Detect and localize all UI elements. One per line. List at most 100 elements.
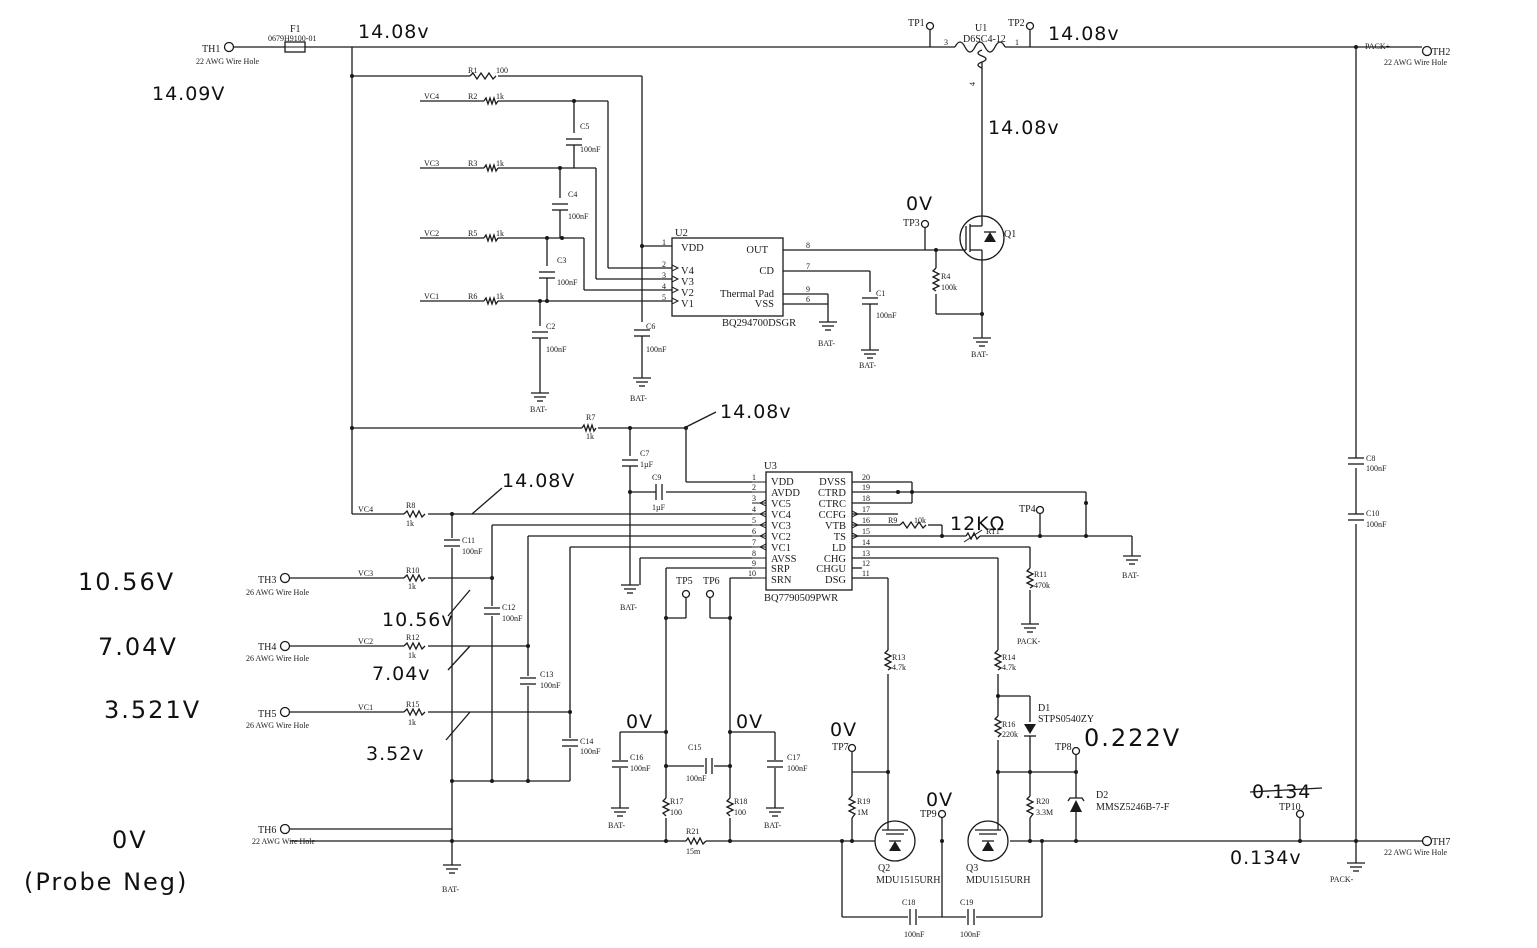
svg-text:100nF: 100nF xyxy=(876,311,897,320)
svg-text:BQ7790509PWR: BQ7790509PWR xyxy=(764,593,838,604)
ground-bat-tp4: BAT- xyxy=(1122,555,1141,580)
svg-text:5: 5 xyxy=(662,293,666,302)
svg-text:1µF: 1µF xyxy=(652,503,666,512)
mosfet-q3: Q3 MDU1515URH xyxy=(966,820,1030,886)
ground-bat-q1: BAT- xyxy=(971,337,991,359)
svg-text:PACK+: PACK+ xyxy=(1365,42,1391,51)
svg-text:MDU1515URH: MDU1515URH xyxy=(876,875,940,886)
svg-text:CTRC: CTRC xyxy=(819,499,846,510)
note-tp7: 0V xyxy=(830,719,857,741)
svg-text:R17: R17 xyxy=(670,797,683,806)
note-tp9: 0V xyxy=(926,789,953,811)
note-th4-pointer xyxy=(447,645,471,671)
note-th6-a: 0V xyxy=(112,826,148,854)
svg-text:BAT-: BAT- xyxy=(859,361,876,370)
thermistor-rt1: RT1 xyxy=(963,527,1000,543)
svg-text:100nF: 100nF xyxy=(546,345,567,354)
svg-text:0679H9100-01: 0679H9100-01 xyxy=(268,34,316,43)
svg-text:VC1: VC1 xyxy=(358,703,373,712)
svg-text:C16: C16 xyxy=(630,753,643,762)
svg-text:6: 6 xyxy=(752,527,756,536)
svg-text:TP2: TP2 xyxy=(1008,18,1025,29)
svg-text:1k: 1k xyxy=(408,651,416,660)
svg-text:2: 2 xyxy=(662,260,666,269)
svg-text:DVSS: DVSS xyxy=(819,477,846,488)
ground-bat-u2: BAT- xyxy=(818,321,837,348)
svg-text:220k: 220k xyxy=(1002,730,1018,739)
svg-text:U2: U2 xyxy=(675,228,688,239)
junctions xyxy=(350,45,1358,843)
svg-text:CTRD: CTRD xyxy=(818,488,846,499)
svg-text:C2: C2 xyxy=(546,322,555,331)
svg-text:100k: 100k xyxy=(941,283,957,292)
note-th5-left: 3.521V xyxy=(104,696,201,724)
note-th4-node: 7.04v xyxy=(372,663,431,685)
svg-text:C12: C12 xyxy=(502,603,515,612)
svg-text:VC4: VC4 xyxy=(771,510,792,521)
svg-text:R21: R21 xyxy=(686,827,699,836)
svg-text:C19: C19 xyxy=(960,898,973,907)
svg-text:V2: V2 xyxy=(681,288,694,299)
svg-text:R20: R20 xyxy=(1036,797,1049,806)
svg-text:100nF: 100nF xyxy=(904,930,925,939)
svg-text:15: 15 xyxy=(862,527,870,536)
svg-text:BAT-: BAT- xyxy=(620,603,637,612)
svg-text:R6: R6 xyxy=(468,292,477,301)
svg-text:26 AWG Wire Hole: 26 AWG Wire Hole xyxy=(246,721,310,730)
note-th1-in: 14.09V xyxy=(152,83,225,105)
note-th4-left: 7.04V xyxy=(98,633,178,661)
svg-text:CCFG: CCFG xyxy=(819,510,847,521)
svg-text:C9: C9 xyxy=(652,473,661,482)
svg-text:10k: 10k xyxy=(914,516,926,525)
handwritten-notes: 14.08v 14.08v 14.09V 14.08v 0V 14.08v 14… xyxy=(24,21,1323,896)
svg-text:R19: R19 xyxy=(857,797,870,806)
svg-text:U3: U3 xyxy=(764,461,777,472)
svg-text:VC2: VC2 xyxy=(424,229,439,238)
svg-text:MMSZ5246B-7-F: MMSZ5246B-7-F xyxy=(1096,802,1170,813)
note-u1-pin4: 14.08v xyxy=(988,117,1060,139)
svg-text:TP9: TP9 xyxy=(920,809,937,820)
svg-text:100: 100 xyxy=(670,808,682,817)
svg-text:1k: 1k xyxy=(496,292,504,301)
svg-text:V3: V3 xyxy=(681,277,694,288)
svg-text:R4: R4 xyxy=(941,272,950,281)
svg-text:V1: V1 xyxy=(681,299,694,310)
svg-text:R7: R7 xyxy=(586,413,595,422)
svg-text:Thermal Pad: Thermal Pad xyxy=(720,289,775,300)
svg-text:18: 18 xyxy=(862,494,870,503)
resistor-r6: R6 1k xyxy=(468,292,504,307)
svg-text:100nF: 100nF xyxy=(580,145,601,154)
svg-text:100nF: 100nF xyxy=(1366,520,1387,529)
svg-text:R10: R10 xyxy=(406,566,419,575)
svg-text:14: 14 xyxy=(862,538,870,547)
svg-text:3: 3 xyxy=(752,494,756,503)
svg-text:C4: C4 xyxy=(568,190,577,199)
svg-text:10: 10 xyxy=(748,569,756,578)
ground-pack-r11: PACK- xyxy=(1017,623,1041,646)
svg-text:BAT-: BAT- xyxy=(818,339,835,348)
svg-text:STPS0540ZY: STPS0540ZY xyxy=(1038,714,1094,725)
svg-text:C17: C17 xyxy=(787,753,800,762)
svg-text:C5: C5 xyxy=(580,122,589,131)
capacitor-c2: C2 100nF xyxy=(532,322,567,354)
ground-pack-main: PACK- xyxy=(1330,862,1365,884)
svg-text:C6: C6 xyxy=(646,322,655,331)
svg-text:D6SC4-12: D6SC4-12 xyxy=(963,34,1006,45)
svg-text:CHGU: CHGU xyxy=(816,564,846,575)
svg-text:26 AWG Wire Hole: 26 AWG Wire Hole xyxy=(246,654,310,663)
svg-text:1: 1 xyxy=(752,473,756,482)
ground-bat-c7: BAT- xyxy=(620,584,639,612)
svg-text:Q2: Q2 xyxy=(878,863,890,874)
net-labels: VC4 VC3 VC2 VC1 VC4 xyxy=(358,92,439,514)
svg-text:R8: R8 xyxy=(406,501,415,510)
